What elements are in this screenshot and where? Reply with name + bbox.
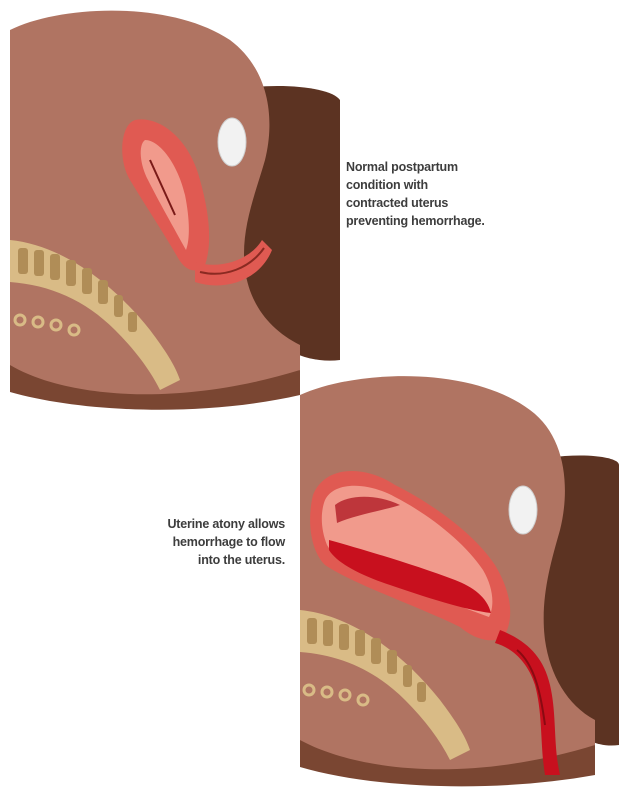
caption-line: contracted uterus <box>346 194 546 212</box>
normal-postpartum-illustration <box>0 0 340 415</box>
caption-line: preventing hemorrhage. <box>346 212 546 230</box>
caption-line: into the uterus. <box>110 551 285 569</box>
bladder-shape <box>218 118 246 166</box>
uterine-atony-illustration <box>295 365 619 787</box>
caption-line: condition with <box>346 176 546 194</box>
caption-line: Uterine atony allows <box>110 515 285 533</box>
uterine-atony-caption: Uterine atony allows hemorrhage to flow … <box>110 515 285 569</box>
normal-postpartum-caption: Normal postpartum condition with contrac… <box>346 158 546 230</box>
caption-line: hemorrhage to flow <box>110 533 285 551</box>
bladder-shape <box>509 486 537 534</box>
caption-line: Normal postpartum <box>346 158 546 176</box>
